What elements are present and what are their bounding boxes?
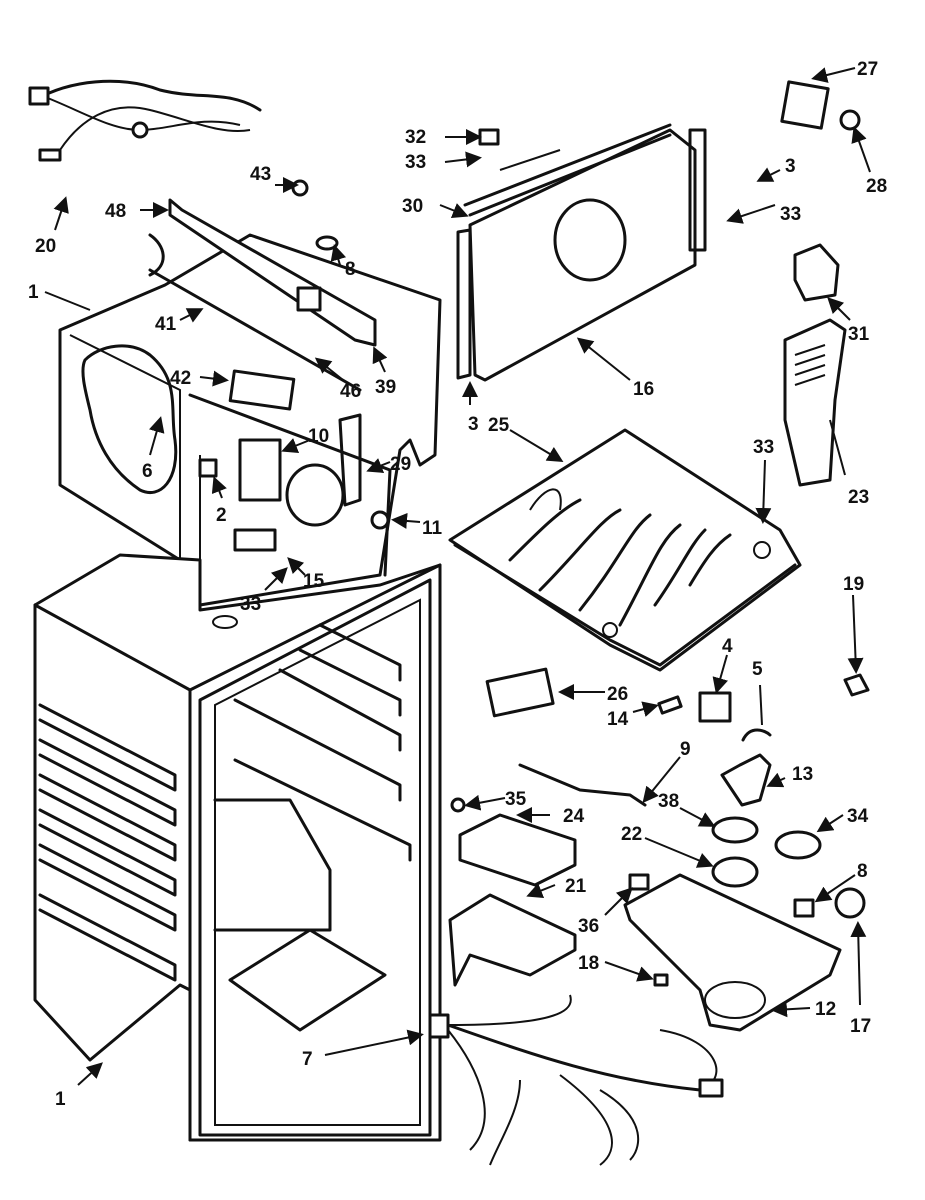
label-30: 30 — [402, 196, 423, 217]
housing-12 — [623, 873, 842, 1032]
label-1: 1 — [28, 282, 39, 303]
label-28: 28 — [866, 176, 887, 197]
cover-23 — [783, 318, 847, 487]
label-31: 31 — [848, 324, 870, 345]
bulb-32 — [478, 128, 500, 146]
panel-16 — [456, 123, 707, 382]
label-20: 20 — [35, 236, 56, 257]
label-48: 48 — [105, 201, 126, 222]
part-43 — [291, 179, 309, 197]
tray-ribs — [508, 498, 732, 627]
label-13: 13 — [792, 764, 813, 785]
part-34 — [774, 830, 822, 860]
part-22 — [711, 856, 759, 888]
label-38: 38 — [658, 791, 679, 812]
label-6: 6 — [142, 461, 153, 482]
label-2: 2 — [216, 505, 227, 526]
label-5: 5 — [752, 659, 763, 680]
label-9: 9 — [680, 739, 691, 760]
wiring-harness-top — [28, 79, 262, 162]
part-8-top — [315, 235, 339, 251]
label-4: 4 — [722, 636, 733, 657]
part-26 — [485, 667, 555, 718]
label-21: 21 — [565, 876, 587, 897]
label-1: 1 — [55, 1089, 66, 1110]
part-21 — [448, 893, 577, 987]
label-8: 8 — [345, 259, 356, 280]
label-33: 33 — [753, 437, 774, 458]
label-18: 18 — [578, 953, 599, 974]
label-29: 29 — [390, 454, 411, 475]
bracket-27 — [780, 80, 830, 130]
part-8-bottom — [793, 898, 815, 918]
panel-42 — [228, 369, 296, 411]
label-15: 15 — [303, 571, 325, 592]
tray-25 — [448, 428, 802, 672]
bracket-39 — [168, 198, 377, 347]
label-35: 35 — [505, 789, 527, 810]
label-3: 3 — [468, 414, 479, 435]
label-43: 43 — [250, 164, 271, 185]
part-4 — [698, 691, 732, 723]
label-3: 3 — [785, 156, 796, 177]
label-33: 33 — [405, 152, 426, 173]
label-17: 17 — [850, 1016, 871, 1037]
label-39: 39 — [375, 377, 396, 398]
label-24: 24 — [563, 806, 585, 827]
part-14 — [657, 695, 683, 715]
label-41: 41 — [155, 314, 177, 335]
part-35 — [450, 797, 466, 813]
wiring-harness-bottom — [428, 994, 724, 1166]
label-36: 36 — [578, 916, 599, 937]
label-26: 26 — [607, 684, 628, 705]
label-19: 19 — [843, 574, 864, 595]
knob-28 — [839, 109, 861, 131]
part-24 — [458, 813, 577, 887]
label-23: 23 — [848, 487, 869, 508]
label-33: 33 — [780, 204, 801, 225]
label-34: 34 — [847, 806, 869, 827]
label-16: 16 — [633, 379, 654, 400]
label-7: 7 — [302, 1049, 313, 1070]
label-32: 32 — [405, 127, 426, 148]
cover-grille — [794, 344, 826, 386]
label-14: 14 — [607, 709, 629, 730]
part-31 — [793, 243, 840, 302]
part-5 — [741, 728, 772, 742]
part-36 — [628, 873, 650, 891]
label-42: 42 — [170, 368, 191, 389]
label-33: 33 — [240, 594, 261, 615]
part-38 — [711, 816, 759, 844]
leader-lines — [44, 67, 871, 1086]
part-18 — [653, 973, 669, 987]
label-25: 25 — [488, 415, 510, 436]
label-12: 12 — [815, 999, 836, 1020]
part-13 — [720, 753, 772, 807]
part-19 — [843, 673, 870, 697]
cabinet-shelves — [38, 623, 412, 982]
part-labels: 27 32 33 3 28 33 30 43 48 8 20 1 41 31 4… — [28, 59, 887, 1110]
control-housing — [58, 233, 442, 610]
label-22: 22 — [621, 824, 642, 845]
bulb-17 — [834, 887, 866, 919]
label-27: 27 — [857, 59, 878, 80]
label-46: 46 — [340, 381, 361, 402]
rod-9 — [518, 763, 647, 807]
label-10: 10 — [308, 426, 329, 447]
cabinet — [33, 553, 442, 1142]
label-11: 11 — [422, 518, 443, 539]
label-8: 8 — [857, 861, 868, 882]
